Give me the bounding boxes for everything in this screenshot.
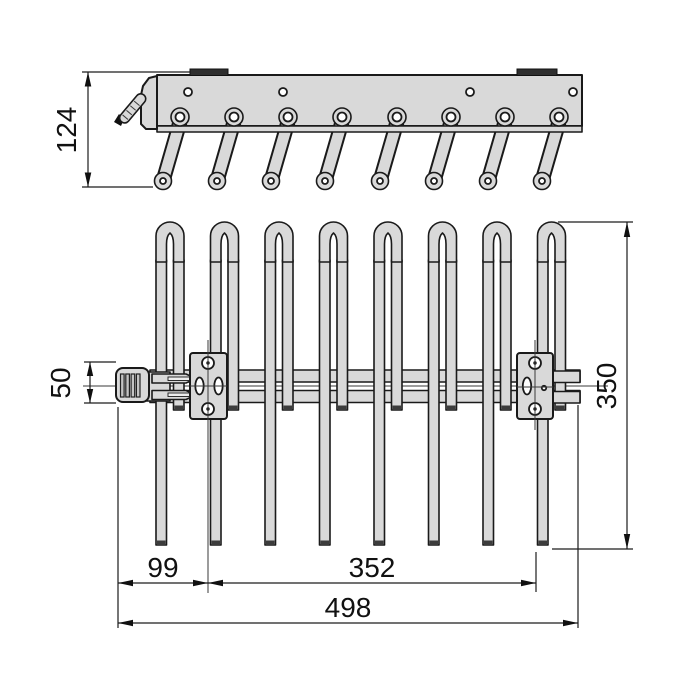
- rail-body: [156, 74, 583, 127]
- dimension-50: 50: [45, 361, 116, 404]
- handle: [115, 367, 150, 403]
- mount-tab-right: [516, 68, 558, 76]
- rod-end-balls: [153, 171, 552, 191]
- dimension-124: 124: [51, 71, 190, 188]
- dimension-350: 350: [552, 221, 633, 550]
- handle-side-profile: [114, 93, 147, 126]
- side-view: [114, 68, 583, 191]
- dim-label-total-length: 498: [325, 592, 372, 623]
- dim-label-offset: 99: [147, 552, 178, 583]
- plan-view: [83, 221, 608, 593]
- screw-holes: [183, 87, 578, 97]
- mount-tab-left: [189, 68, 229, 76]
- dim-label-depth: 350: [591, 363, 622, 410]
- dimension-bottom: 99 352 498: [117, 405, 579, 628]
- rail-stub-upper: [552, 370, 581, 384]
- dim-label-handle-width: 50: [45, 367, 76, 398]
- dim-label-bracket-span: 352: [349, 552, 396, 583]
- rail-end-cap: [140, 75, 158, 130]
- rail-stub-lower: [552, 390, 581, 404]
- dim-label-height: 124: [51, 107, 82, 154]
- rail-flange: [156, 125, 583, 133]
